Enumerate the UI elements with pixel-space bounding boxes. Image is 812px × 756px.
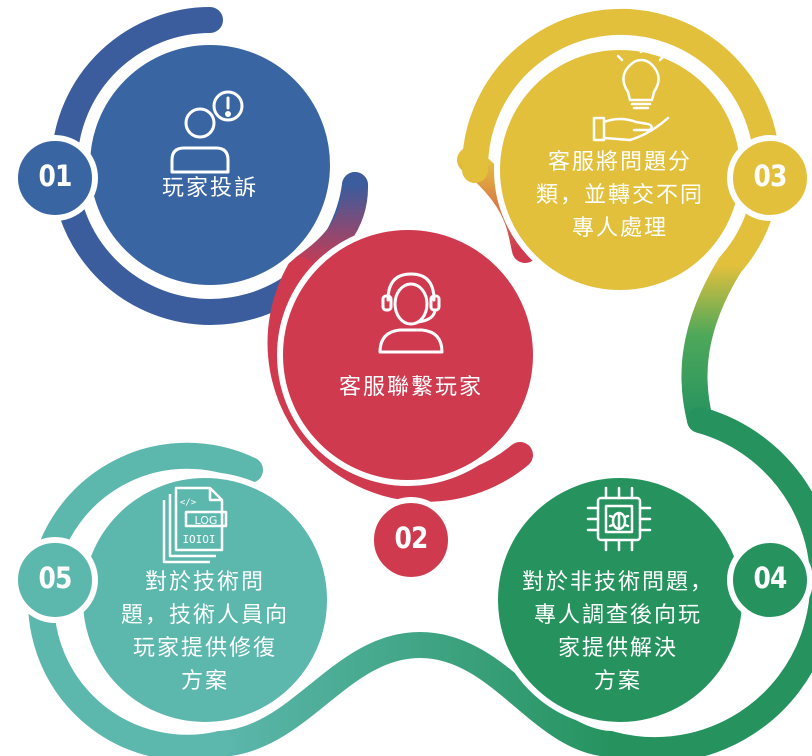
connector-04-05 bbox=[207, 631, 623, 756]
step-02-number: 02 bbox=[394, 521, 428, 555]
svg-text:IOIOI: IOIOI bbox=[182, 533, 215, 546]
step-05-label: 對於技術問 題，技術人員向 玩家提供修復 方案 bbox=[120, 570, 289, 694]
step-05-number: 05 bbox=[38, 561, 72, 595]
svg-text:LOG: LOG bbox=[195, 514, 218, 527]
step-02-label: 客服聯繫玩家 bbox=[338, 375, 483, 400]
circle-step-01 bbox=[84, 39, 336, 291]
connector-03-04 bbox=[681, 252, 743, 433]
badge-step-01 bbox=[12, 135, 98, 221]
badge-step-03 bbox=[727, 135, 812, 221]
bug-chip-icon bbox=[586, 486, 652, 552]
svg-text:</>: </> bbox=[180, 498, 197, 508]
step-03-number: 03 bbox=[753, 159, 787, 193]
log-file-icon: LOG IOIOI </> bbox=[162, 486, 228, 564]
circle-step-02 bbox=[277, 224, 539, 486]
step-04-label: 對於非技術問題， 專人調查後向玩 家提供解決 方案 bbox=[521, 570, 714, 694]
headset-agent-icon bbox=[378, 272, 444, 354]
step-04-number: 04 bbox=[753, 561, 787, 595]
step-03-label: 客服將問題分 類，並轉交不同 專人處理 bbox=[535, 150, 704, 241]
step-01-label: 玩家投訴 bbox=[161, 176, 258, 201]
badge-step-04 bbox=[727, 537, 812, 623]
ring-step-04 bbox=[597, 407, 812, 756]
badge-step-02 bbox=[368, 497, 454, 583]
step-01-number: 01 bbox=[38, 159, 72, 193]
badge-step-05 bbox=[12, 537, 98, 623]
idea-hand-icon bbox=[592, 44, 670, 142]
complaint-person-icon bbox=[170, 90, 244, 174]
